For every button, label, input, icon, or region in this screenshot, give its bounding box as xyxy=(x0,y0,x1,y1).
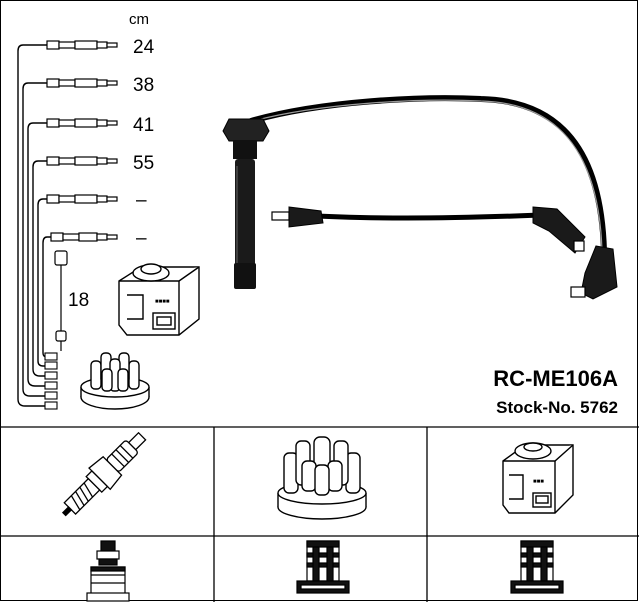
plug-boot xyxy=(222,118,270,289)
coil-terminal-icon xyxy=(510,540,564,594)
distributor-terminal-icon xyxy=(296,540,350,594)
connector-wire-4 xyxy=(46,156,118,166)
coil-lead xyxy=(271,206,586,254)
product-title: RC-ME106A xyxy=(493,366,618,391)
wire-length-4: 55 xyxy=(133,153,154,174)
coil-wire-length: 18 xyxy=(68,290,89,311)
unit-label: cm xyxy=(129,11,149,28)
distributor-cap-illustration xyxy=(80,352,150,410)
main-ht-lead xyxy=(222,95,618,300)
distributor-cap-icon xyxy=(277,436,367,520)
coil-illustration: ■■■■ xyxy=(118,263,200,336)
distributor-terminals xyxy=(44,352,58,410)
spark-plug-icon xyxy=(61,431,147,517)
wire-length-5: – xyxy=(136,190,147,211)
wire-bundle xyxy=(17,44,51,407)
connector-wire-5 xyxy=(46,194,118,204)
connector-wire-1 xyxy=(46,40,118,50)
ignition-coil-icon: ■■■ xyxy=(502,442,574,514)
wire-length-3: 41 xyxy=(133,115,154,136)
stock-number: Stock-No. 5762 xyxy=(496,398,618,417)
plug-connector-icon xyxy=(86,540,130,602)
svg-text:■■■■: ■■■■ xyxy=(155,299,170,305)
connector-wire-2 xyxy=(46,78,118,88)
connector-wire-3 xyxy=(46,118,118,128)
wire-connectors xyxy=(46,40,118,242)
wire-length-1: 24 xyxy=(133,37,155,58)
wire-length-2: 38 xyxy=(133,75,154,96)
coil-wire xyxy=(54,250,68,351)
connector-wire-6 xyxy=(50,232,118,242)
right-boot xyxy=(570,245,618,300)
svg-text:■■■: ■■■ xyxy=(533,479,544,485)
bottom-grid xyxy=(1,426,639,602)
wire-length-6: – xyxy=(136,228,147,249)
